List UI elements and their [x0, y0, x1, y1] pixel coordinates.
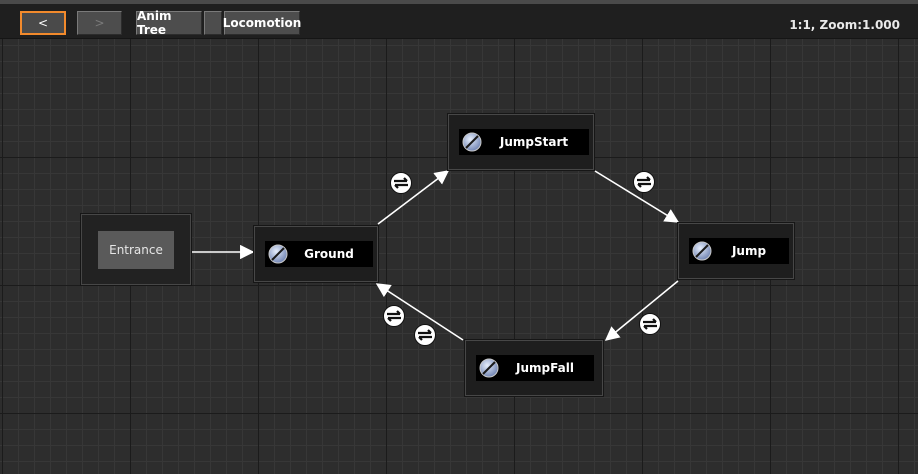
transition-icon[interactable]	[633, 171, 655, 193]
transition-icon[interactable]	[639, 313, 661, 335]
state-header: JumpStart	[459, 129, 589, 155]
breadcrumb-anim-tree[interactable]: Anim Tree	[136, 9, 202, 37]
window-rim	[0, 0, 918, 4]
state-icon	[478, 357, 500, 379]
zoom-readout: 1:1, Zoom:1.000	[789, 18, 900, 32]
state-header: Ground	[265, 241, 373, 267]
state-header: JumpFall	[476, 355, 594, 381]
state-label: JumpStart	[499, 135, 569, 149]
forward-button[interactable]: >	[77, 11, 122, 35]
state-icon	[461, 131, 483, 153]
state-icon	[267, 243, 289, 265]
state-label: JumpFall	[516, 361, 574, 375]
breadcrumb-separator[interactable]	[204, 11, 222, 35]
state-node-ground[interactable]: Ground	[254, 226, 378, 282]
entrance-node[interactable]: Entrance	[81, 214, 191, 285]
state-node-jumpfall[interactable]: JumpFall	[465, 340, 603, 396]
back-button[interactable]: <	[20, 11, 66, 35]
entrance-label: Entrance	[98, 231, 174, 269]
state-icon	[691, 240, 713, 262]
toolbar: < > Anim Tree Locomotion 1:1, Zoom:1.000	[0, 4, 918, 39]
transition-icon[interactable]	[390, 172, 412, 194]
transition-icon[interactable]	[414, 324, 436, 346]
state-node-jumpstart[interactable]: JumpStart	[448, 114, 594, 170]
state-node-jump[interactable]: Jump	[678, 223, 794, 279]
state-header: Jump	[689, 238, 789, 264]
state-label: Ground	[304, 247, 354, 261]
breadcrumb-locomotion[interactable]: Locomotion	[223, 11, 301, 35]
state-label: Jump	[731, 244, 767, 258]
transition-icon[interactable]	[383, 305, 405, 327]
